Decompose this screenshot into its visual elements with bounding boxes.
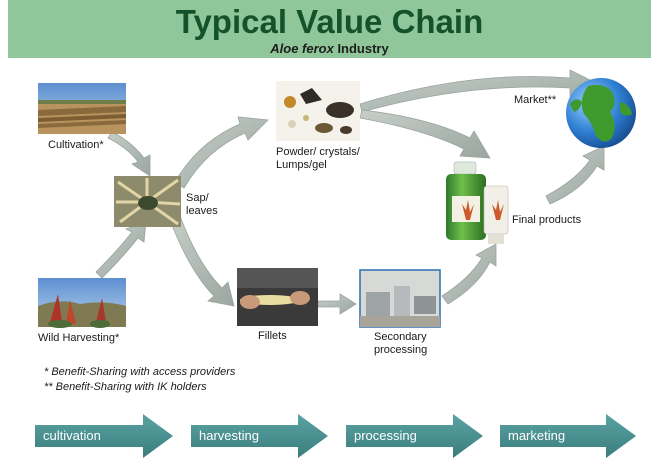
label-secondary-processing: Secondary processing [374,331,427,357]
header-banner: Typical Value Chain Aloe ferox Industry [8,0,651,58]
arrow-sap-to-fillets [169,215,235,307]
label-sap-leaves: Sap/ leaves [186,192,218,218]
label-market: Market** [514,94,557,106]
stage-arrow-processing [346,414,483,458]
page-title: Typical Value Chain [175,3,484,40]
arrow-cultivation-to-sap [107,131,151,177]
stage-label-processing: processing [354,428,417,443]
stage-harvesting: harvesting [191,415,331,459]
label-leaves: leaves [186,205,218,217]
label-secondary-line1: Secondary [374,331,427,343]
subtitle-species: Aloe ferox [270,41,334,56]
label-powder-line1: Powder/ crystals/ [276,146,360,158]
stage-arrow-cultivation [35,414,173,458]
cultivation-photo [38,83,126,134]
arrow-fillets-to-secondary [317,293,357,315]
footnote-access-providers: * Benefit-Sharing with access providers [44,366,236,378]
arrow-sap-to-powder [174,116,269,189]
label-powder: Powder/ crystals/ Lumps/gel [276,146,360,172]
stage-label-cultivation: cultivation [43,428,101,443]
label-powder-line2: Lumps/gel [276,159,327,171]
footnote-ik-holders: ** Benefit-Sharing with IK holders [44,381,207,393]
arrow-powder-to-final [359,109,491,159]
arrow-wild-to-sap [95,221,147,279]
page-subtitle: Aloe ferox Industry [8,41,651,56]
fillets-photo [237,268,318,326]
final-products-image [446,161,509,244]
subtitle-industry: Industry [333,41,389,56]
globe-icon [566,78,636,148]
label-fillets: Fillets [258,330,287,342]
arrow-secondary-to-final [441,243,497,305]
stage-arrow-marketing [500,414,636,458]
arrow-final-to-market [545,145,605,205]
wild-harvesting-photo [38,278,126,328]
label-secondary-line2: processing [374,344,428,356]
label-cultivation: Cultivation* [48,139,104,151]
powder-crystals-photo [276,81,360,141]
label-wild-harvesting: Wild Harvesting* [38,332,120,344]
stage-processing: processing [346,415,486,459]
stage-arrow-harvesting [191,414,328,458]
arrow-powder-to-market [359,69,599,113]
stage-label-marketing: marketing [508,428,566,443]
stage-marketing: marketing [500,415,640,459]
secondary-processing-photo [359,269,441,328]
stage-label-harvesting: harvesting [199,428,259,443]
stage-arrows [35,414,636,458]
stage-cultivation: cultivation [35,415,175,459]
label-sap: Sap/ [186,192,209,204]
flow-arrows [95,69,605,315]
label-final-products: Final products [512,214,582,226]
sap-leaves-photo [114,176,181,227]
